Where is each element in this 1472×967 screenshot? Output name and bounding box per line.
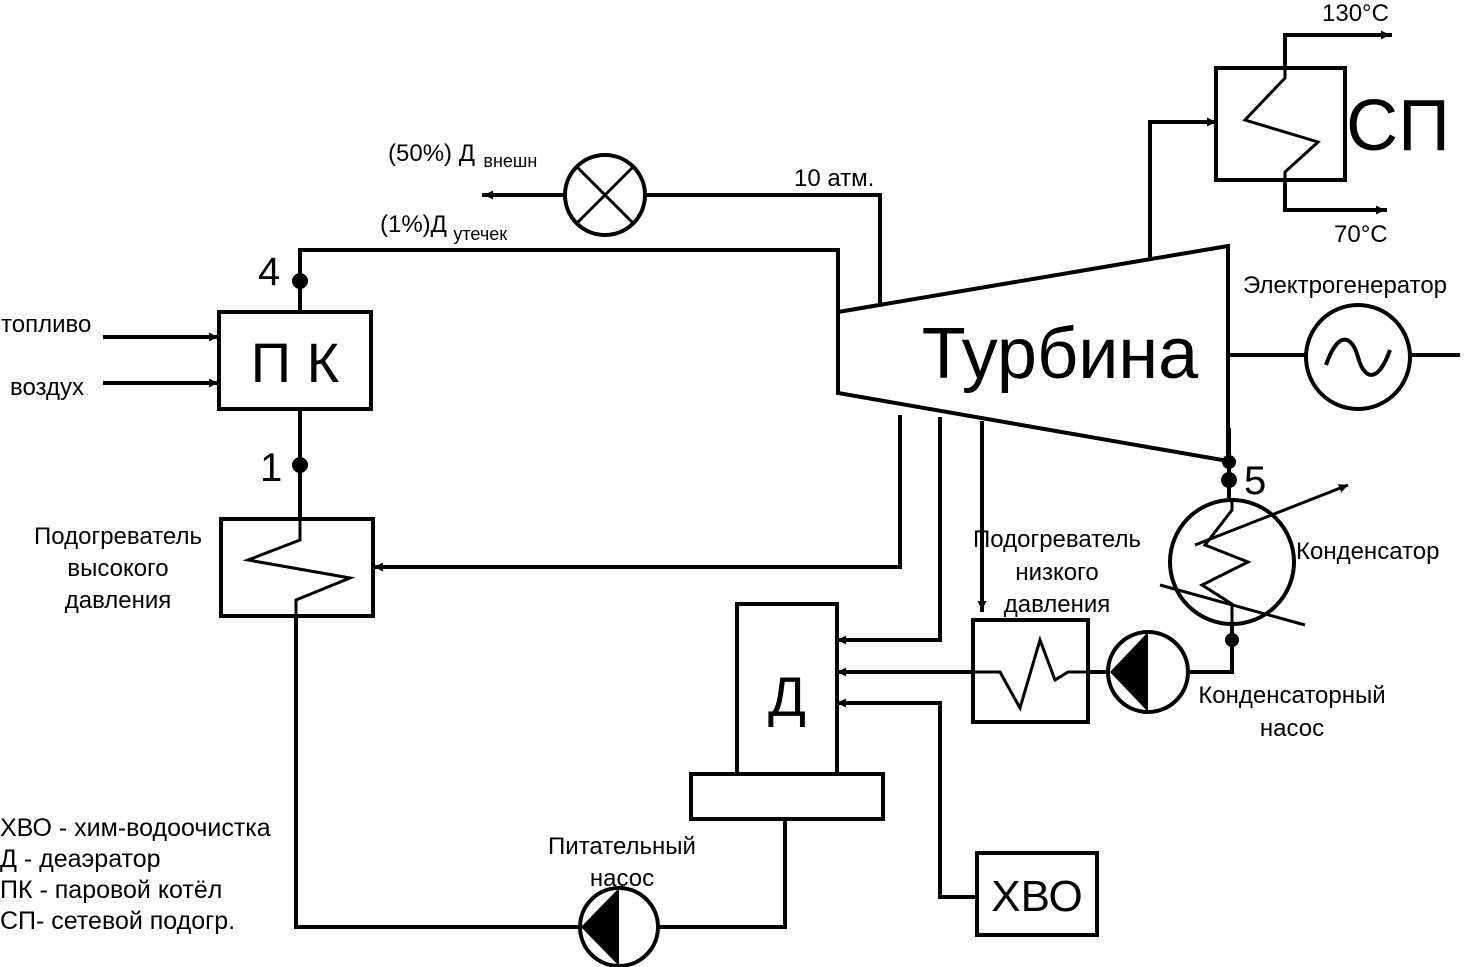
- hp-heater: [219, 517, 375, 618]
- nodes: 4 1 5: [258, 250, 1266, 647]
- legend-item-1: ХВО - хим-водоочистка: [0, 814, 271, 842]
- deaerator-column: [735, 602, 839, 776]
- hp-heater-label-3: давления: [65, 587, 172, 614]
- water-treatment-box: [975, 851, 1099, 937]
- node-1-dot: [292, 457, 308, 473]
- network-heater-label: СП: [1346, 86, 1450, 166]
- legend-item-3: ПК - паровой котёл: [0, 876, 222, 904]
- network-heater-coil: [1242, 68, 1321, 180]
- condensate-pump: [1106, 630, 1190, 714]
- condenser-arrow: [1194, 483, 1349, 547]
- condenser-bar: [1159, 583, 1306, 627]
- deaerator-label: Д: [768, 665, 806, 728]
- boiler-box: [217, 310, 373, 411]
- electric-generator: [1304, 303, 1412, 411]
- leak-label: (1%)Д утечек: [380, 211, 507, 244]
- lp-heater-label-2: низкого: [1015, 559, 1098, 586]
- external-steam-sub: внешн: [483, 151, 537, 171]
- hp-heater-label-2: высокого: [67, 555, 168, 582]
- legend: ХВО - хим-водоочистка Д - деаэратор ПК -…: [0, 814, 271, 935]
- network-heater: СП: [1214, 66, 1450, 182]
- generator-label: Электрогенератор: [1243, 272, 1447, 299]
- hp-heater-coil: [242, 519, 356, 616]
- feed-pump-triangle: [581, 888, 619, 966]
- condensate-pump-label-1: Конденсаторный: [1198, 682, 1385, 709]
- air-label: воздух: [10, 374, 84, 401]
- turbine-label: Турбина: [922, 314, 1199, 394]
- throttle-valve: [563, 153, 647, 237]
- legend-item-2: Д - деаэратор: [0, 845, 161, 873]
- node-1-label: 1: [260, 446, 282, 490]
- feed-pump: [578, 886, 660, 967]
- pressure-label: 10 атм.: [794, 165, 874, 192]
- temp-hot-label: 130°С: [1322, 0, 1389, 27]
- turbine-exit-dot: [1222, 455, 1236, 469]
- lp-heater-label-1: Подогреватель: [973, 526, 1141, 553]
- water-treatment-label: ХВО: [991, 872, 1082, 921]
- temp-cold-label: 70°С: [1334, 221, 1388, 248]
- network-heater-box: [1214, 66, 1347, 182]
- condenser-outlet-dot: [1225, 633, 1239, 647]
- condensate-pump-triangle: [1110, 632, 1148, 712]
- labels: топливо воздух Подогреватель высокого да…: [1, 0, 1447, 892]
- lp-heater-label-3: давления: [1004, 591, 1111, 618]
- turbine: Турбина: [836, 243, 1230, 464]
- leak-main: (1%)Д: [380, 211, 447, 238]
- feed-pump-label-2: насос: [590, 865, 654, 892]
- leak-sub: утечек: [453, 224, 507, 244]
- node-4-label: 4: [258, 250, 280, 294]
- hp-heater-label-1: Подогреватель: [34, 523, 202, 550]
- deaerator: Д: [689, 602, 885, 821]
- external-steam-label: (50%) Д внешн: [388, 140, 537, 171]
- lp-heater: [971, 618, 1090, 724]
- condensate-pump-label-2: насос: [1260, 715, 1324, 742]
- steam-boiler: П К: [217, 310, 373, 411]
- legend-item-4: СП- сетевой подогр.: [0, 907, 235, 935]
- generator-sine-icon: [1324, 337, 1392, 377]
- external-steam-main: (50%) Д: [388, 140, 475, 167]
- feed-pump-label-1: Питательный: [548, 833, 696, 860]
- lp-heater-coil: [973, 635, 1088, 712]
- node-4-dot: [292, 273, 308, 289]
- boiler-label: П К: [251, 331, 340, 394]
- valve-cross-2: [575, 165, 635, 225]
- water-treatment: ХВО: [975, 851, 1099, 937]
- node-5-dot: [1221, 472, 1237, 488]
- fuel-label: топливо: [1, 311, 91, 338]
- condenser: [1159, 483, 1349, 627]
- node-5-label: 5: [1244, 459, 1266, 503]
- deaerator-tank: [689, 772, 885, 821]
- condenser-label: Конденсатор: [1296, 538, 1439, 565]
